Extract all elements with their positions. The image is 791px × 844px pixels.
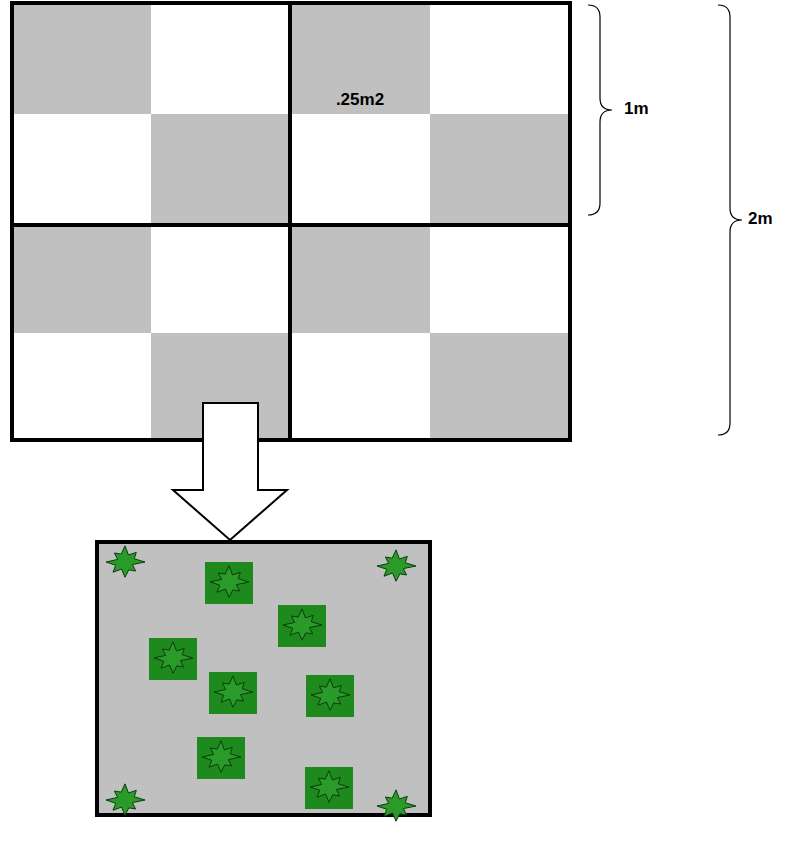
quadrat-border xyxy=(12,3,570,440)
grid-cell xyxy=(290,3,430,114)
grid-cell xyxy=(290,333,430,440)
plant-symbol xyxy=(202,741,241,772)
grid-cell xyxy=(12,3,151,114)
grid-cell xyxy=(151,114,290,225)
plant-symbol xyxy=(210,566,249,597)
grid-cell-box: .25m2 xyxy=(292,5,428,112)
plant-symbol xyxy=(106,546,145,577)
quadrant-line xyxy=(288,3,292,440)
grid-cell xyxy=(12,114,151,225)
plant-patch xyxy=(197,737,245,779)
grid-cell xyxy=(430,225,570,333)
grid-cell xyxy=(290,225,430,333)
plant-patch xyxy=(306,675,354,717)
plant-symbol xyxy=(154,642,193,673)
plant-patch xyxy=(278,605,326,647)
grid-cell xyxy=(290,114,430,225)
grid-cell xyxy=(430,3,570,114)
plants xyxy=(106,546,416,821)
plant-patch xyxy=(149,638,197,680)
grid-cell xyxy=(151,225,290,333)
grid-cell xyxy=(12,333,151,440)
zoomed-cell xyxy=(97,542,430,815)
dimension-label: 2m xyxy=(748,209,773,229)
dimension-label: 1m xyxy=(624,99,649,119)
plant-patch xyxy=(209,672,257,714)
plant-symbol xyxy=(377,790,416,821)
plant-symbol xyxy=(106,784,145,815)
plant-symbol xyxy=(283,609,322,640)
dimension-brace xyxy=(588,5,612,215)
plant-symbol xyxy=(377,550,416,581)
grid-cell xyxy=(12,225,151,333)
area-label: .25m2 xyxy=(336,90,384,110)
grid-cell xyxy=(151,3,290,114)
plant-patch xyxy=(205,562,253,604)
plant-symbol xyxy=(214,676,253,707)
plant-symbol xyxy=(310,771,349,802)
dimension-brace xyxy=(718,5,742,435)
plant-patch xyxy=(305,767,353,809)
grid-cell xyxy=(430,114,570,225)
zoom-arrow xyxy=(173,403,287,540)
plant-symbol xyxy=(311,679,350,710)
checker-cells xyxy=(12,3,570,440)
quadrant-line xyxy=(12,223,570,227)
grid-cell xyxy=(430,333,570,440)
